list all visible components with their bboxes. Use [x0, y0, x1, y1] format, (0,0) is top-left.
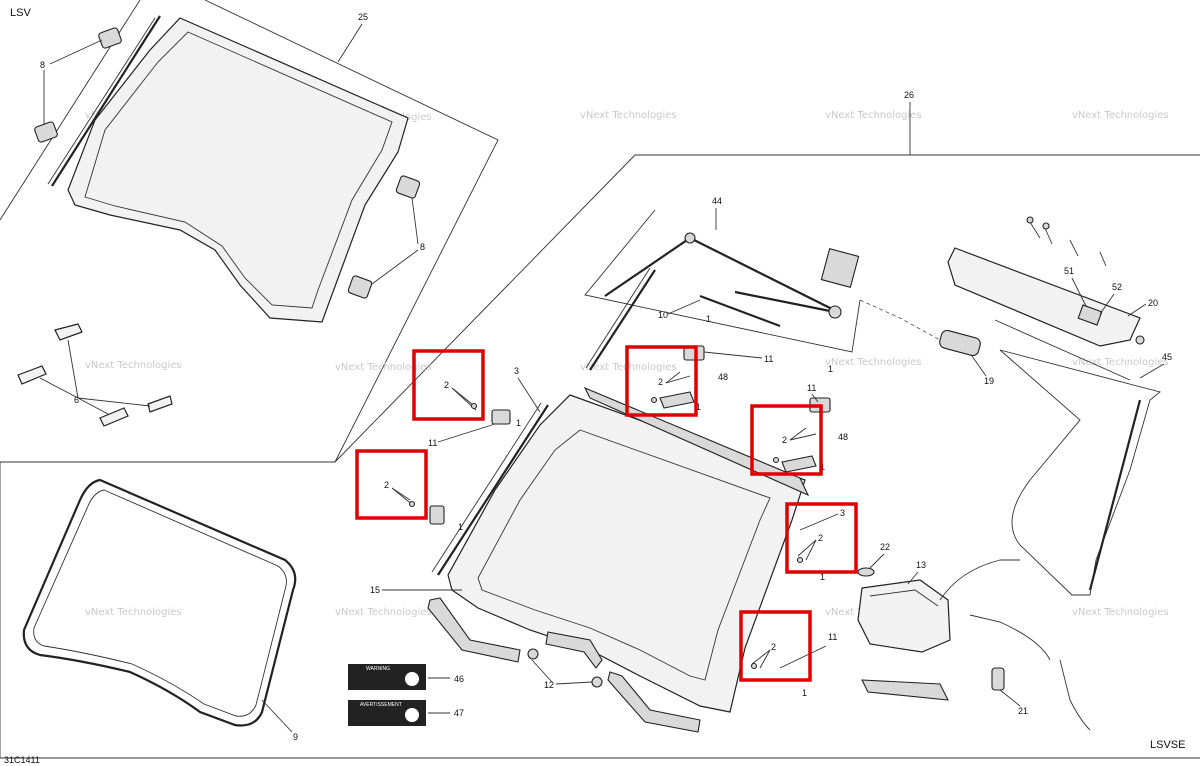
- decal-avertissement-title: AVERTISSEMENT: [360, 702, 402, 708]
- watermark: vNext Technologies: [85, 607, 182, 618]
- callout-2: 2: [444, 380, 449, 390]
- callout-1: 1: [458, 522, 463, 532]
- highlight-box: 2: [355, 449, 428, 520]
- pads-6: [17, 323, 173, 427]
- callout-13: 13: [916, 560, 926, 570]
- highlight-box: 2: [412, 349, 485, 421]
- callout-1: 1: [706, 314, 711, 324]
- callout-11: 11: [828, 632, 837, 642]
- callout-48: 48: [838, 432, 848, 442]
- watermark: vNext Technologies: [825, 357, 922, 368]
- corner-label-lsvse: LSVSE: [1150, 739, 1185, 751]
- watermark: vNext Technologies: [1072, 110, 1169, 121]
- callout-2: 2: [818, 533, 823, 543]
- watermark: vNext Technologies: [1072, 607, 1169, 618]
- wiring-harness: [939, 559, 1091, 731]
- callout-2: 2: [384, 480, 389, 490]
- callout-9: 9: [293, 732, 298, 742]
- bottom-trim-12: [427, 597, 701, 733]
- callout-45: 45: [1162, 352, 1172, 362]
- callout-48: 48: [718, 372, 728, 382]
- routing-line: [859, 299, 941, 341]
- callout-51: 51: [1064, 266, 1074, 276]
- callout-1: 1: [696, 402, 701, 412]
- callout-26: 26: [904, 90, 914, 100]
- washer-reservoir-13: [857, 567, 1005, 701]
- callout-6: 6: [74, 395, 79, 405]
- callout-1: 1: [516, 418, 521, 428]
- callout-1: 1: [828, 364, 833, 374]
- watermark: vNext Technologies: [85, 360, 182, 371]
- callout-46: 46: [454, 674, 464, 684]
- callout-52: 52: [1112, 282, 1122, 292]
- windshield-clips-8: [34, 27, 421, 299]
- callout-11: 11: [428, 438, 437, 448]
- callout-22: 22: [880, 542, 890, 552]
- callout-8: 8: [40, 60, 45, 70]
- callout-10: 10: [658, 310, 668, 320]
- callout-3: 3: [840, 508, 845, 518]
- lsv-windshield-25: [47, 15, 409, 323]
- callout-15: 15: [370, 585, 380, 595]
- callout-2: 2: [771, 642, 776, 652]
- light-bar-20: [947, 247, 1145, 347]
- callout-2: 2: [658, 377, 663, 387]
- gasket-9: [22, 478, 297, 727]
- watermark: vNext Technologies: [825, 110, 922, 121]
- callout-44: 44: [712, 196, 722, 206]
- callout-2: 2: [782, 435, 787, 445]
- callout-1: 1: [820, 572, 825, 582]
- callout-3: 3: [514, 366, 519, 376]
- highlight-box: 2: [750, 404, 823, 476]
- callout-1: 1: [802, 688, 807, 698]
- watermark: vNext Technologies: [335, 362, 432, 373]
- callout-11: 11: [764, 354, 773, 364]
- highlight-box: 2: [785, 502, 858, 574]
- roof-panel-45: [994, 319, 1161, 596]
- wiper-assembly-44: [585, 232, 860, 371]
- drawing-number: 31C1411: [4, 755, 40, 765]
- callout-8: 8: [420, 242, 425, 252]
- highlight-box: 2: [739, 610, 812, 682]
- watermark: vNext Technologies: [580, 110, 677, 121]
- watermark: vNext Technologies: [1072, 357, 1169, 368]
- callout-47: 47: [454, 708, 464, 718]
- decal-46: WARNING: [348, 664, 426, 690]
- callout-12: 12: [544, 680, 554, 690]
- corner-label-lsv: LSV: [10, 7, 31, 19]
- callout-11: 11: [807, 383, 816, 393]
- watermark: vNext Technologies: [335, 607, 432, 618]
- callout-19: 19: [984, 376, 994, 386]
- fasteners: [1026, 216, 1107, 267]
- callout-20: 20: [1148, 298, 1158, 308]
- decal-warning-title: WARNING: [366, 666, 390, 672]
- decal-47: AVERTISSEMENT: [348, 700, 426, 726]
- callout-21: 21: [1018, 706, 1028, 716]
- callout-25: 25: [358, 12, 368, 22]
- highlight-box: 2: [625, 345, 698, 417]
- wiper-motor-19: [939, 329, 981, 357]
